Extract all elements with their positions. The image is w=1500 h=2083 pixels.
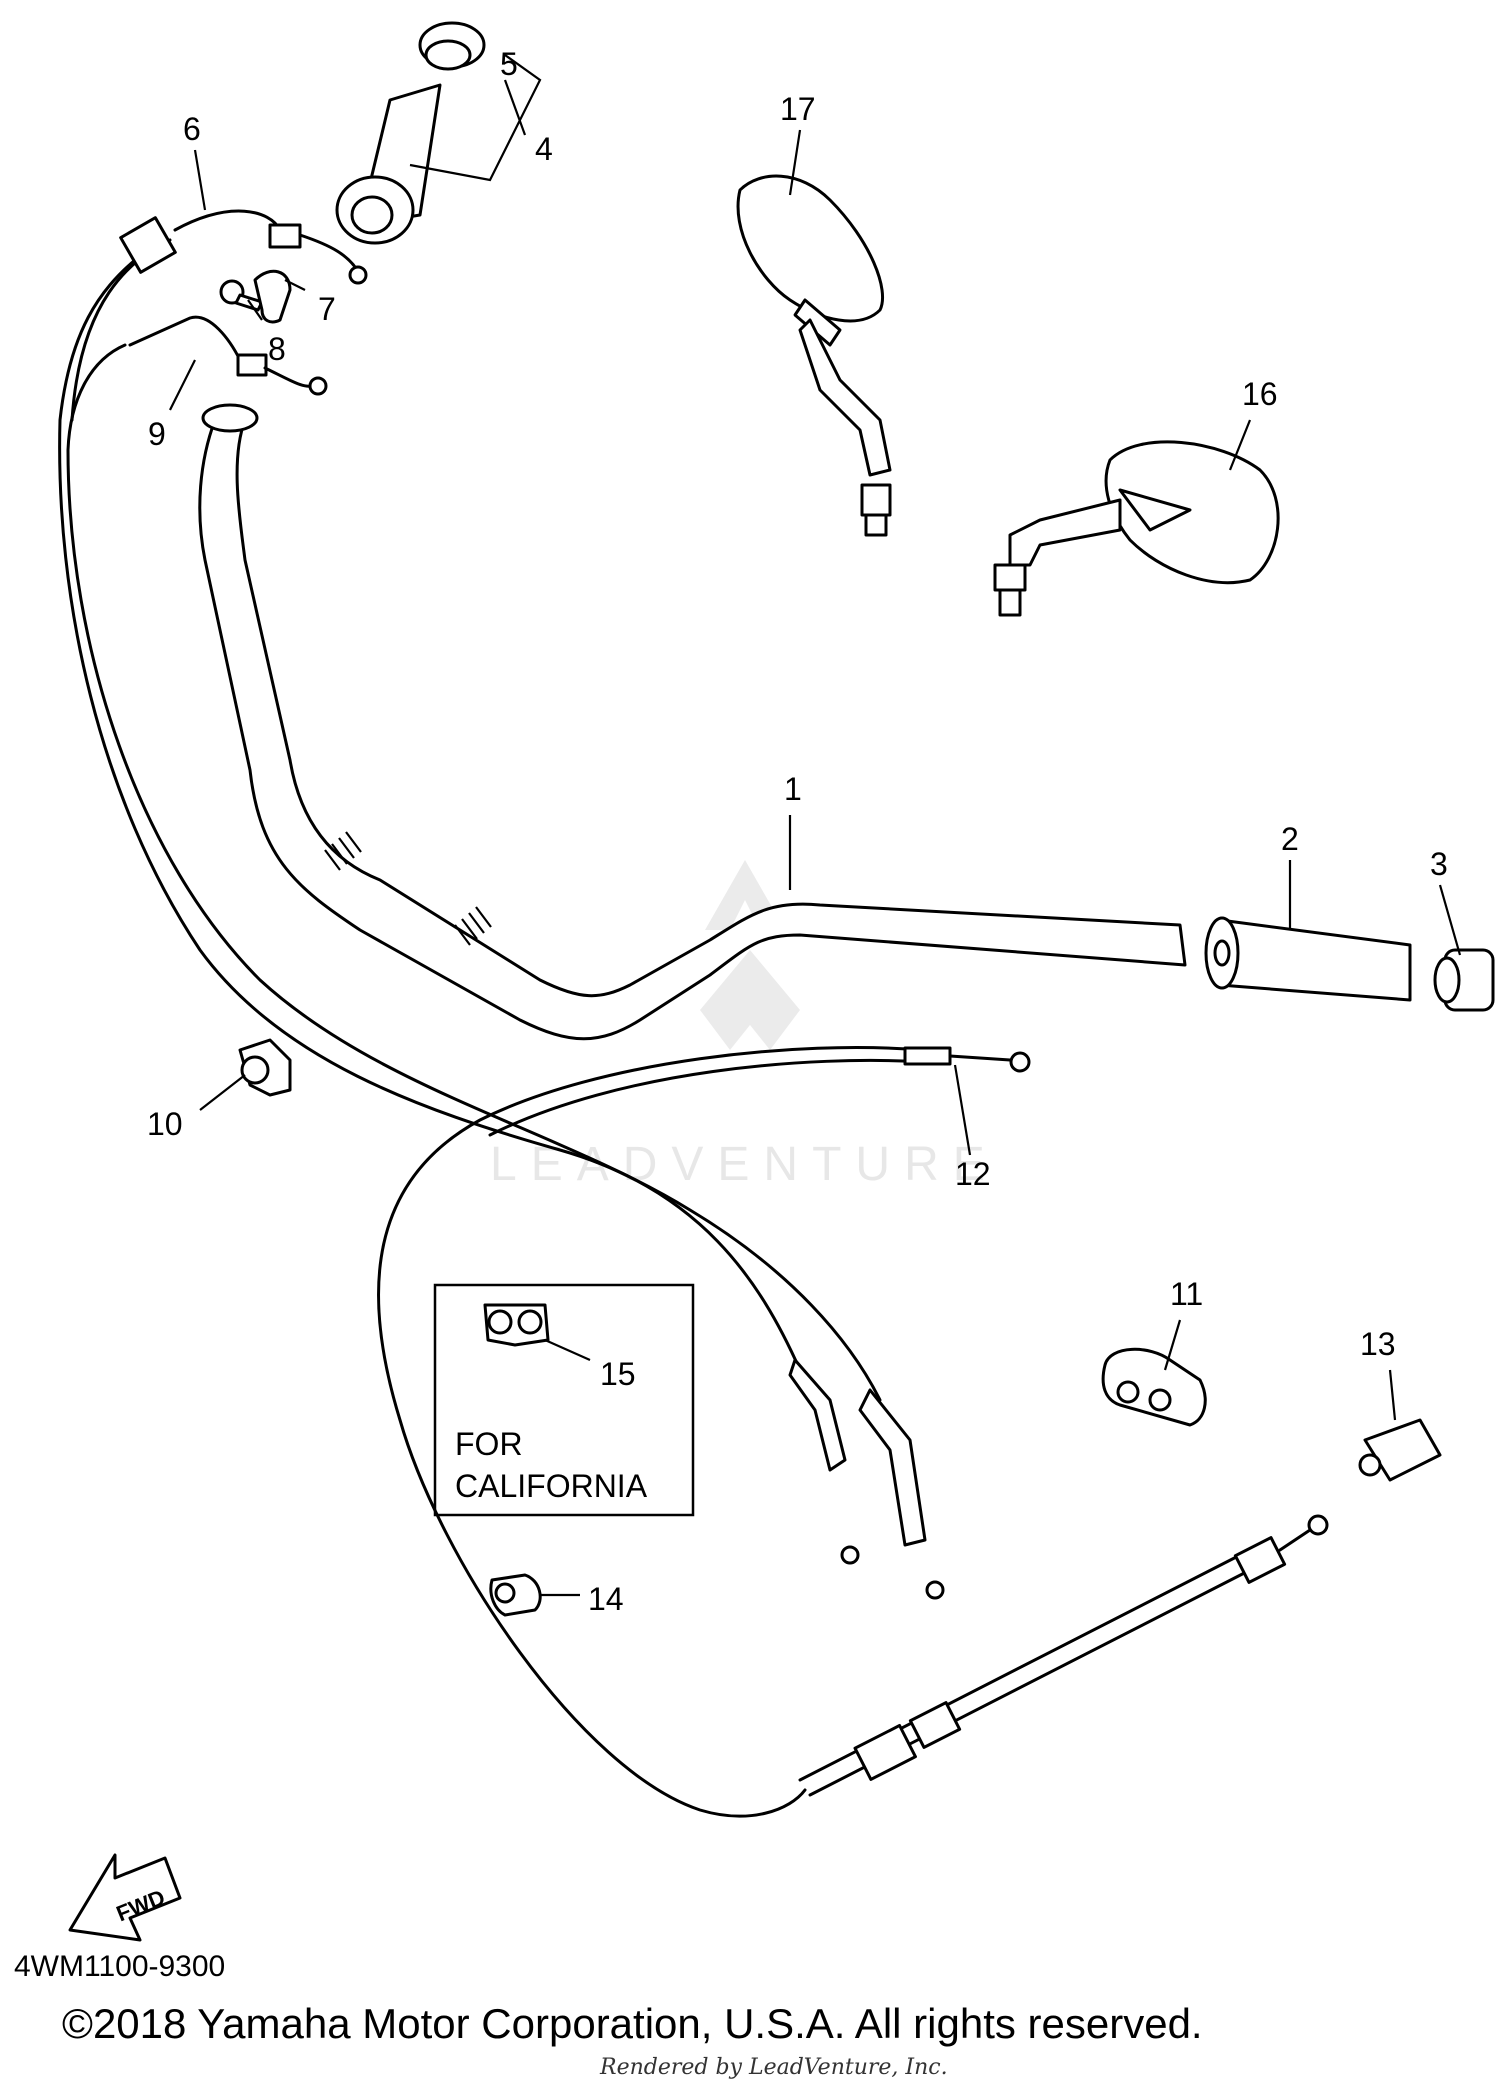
handlebar-icon [198,403,1187,1041]
leader-lines [169,54,1462,1597]
inset-line1: FOR [455,1426,523,1462]
throttle-cable-2-icon [66,315,945,1600]
callout-8: 8 [268,331,286,367]
mirror-right-icon [993,440,1280,617]
callout-14: 14 [588,1581,624,1617]
plate-icon [253,269,292,324]
copyright-text: ©2018 Yamaha Motor Corporation, U.S.A. A… [62,2000,1203,2047]
right-grip-icon [1204,916,1412,1002]
callout-2: 2 [1281,821,1299,857]
fwd-arrow-icon: FWD [68,1853,182,1942]
callout-9: 9 [148,416,166,452]
callout-3: 3 [1430,846,1448,882]
callout-15: 15 [600,1356,636,1392]
callout-10: 10 [147,1106,183,1142]
california-inset-box [433,1283,695,1517]
callout-7: 7 [318,291,336,327]
inset-line2: CALIFORNIA [455,1468,648,1504]
callout-13: 13 [1360,1326,1396,1362]
clamp-14-icon [489,1573,542,1617]
mirror-left-icon [736,174,892,537]
render-credit: Rendered by LeadVenture, Inc. [600,2055,948,2080]
callout-4: 4 [535,131,553,167]
throttle-grip-icon [335,21,486,245]
callout-12: 12 [955,1156,991,1192]
clamp-10-icon [238,1038,292,1097]
watermark-text: LEADVENTURE [490,1138,999,1191]
lower-cable-icon [798,1418,1442,1797]
callout-17: 17 [780,91,816,127]
callout-5: 5 [500,46,518,82]
clamp-15-icon [483,1303,550,1347]
cable-holder-11-icon [1101,1347,1207,1427]
clutch-cable-icon [377,1046,1031,1818]
diagram-code: 4WM1100-9300 [14,1950,226,1983]
callout-11: 11 [1170,1276,1203,1312]
callout-16: 16 [1242,376,1278,412]
throttle-cable-icon [58,209,860,1565]
grip-end-icon [1433,948,1495,1012]
watermark-logo-icon: LEADVENTURE [490,860,999,1191]
callout-1: 1 [784,771,802,807]
callout-6: 6 [183,111,201,147]
